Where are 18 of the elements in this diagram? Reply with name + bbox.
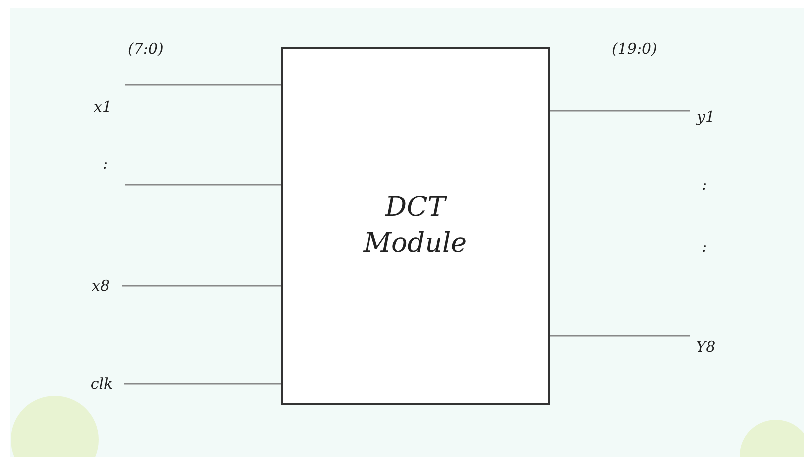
signal-line <box>550 110 690 112</box>
signal-name: Y8 <box>690 336 722 358</box>
signal-name: clk <box>80 374 124 394</box>
module-box <box>281 47 550 405</box>
module-name: DCT Module <box>362 190 468 261</box>
signal-line <box>125 84 281 86</box>
signal-line <box>125 184 281 186</box>
bus-width-label: (7:0) <box>128 40 164 58</box>
signal-name: y1 <box>690 106 722 128</box>
signal-line <box>122 285 281 287</box>
ellipsis-mark: : <box>702 176 708 194</box>
ellipsis-mark: : <box>702 238 708 256</box>
signal-line <box>550 335 690 337</box>
signal-name: x1 <box>94 98 112 116</box>
signal-line <box>124 383 281 385</box>
ellipsis-mark: : <box>103 155 108 173</box>
bus-width-label: (19:0) <box>612 40 658 58</box>
signal-name: x8 <box>80 276 122 296</box>
